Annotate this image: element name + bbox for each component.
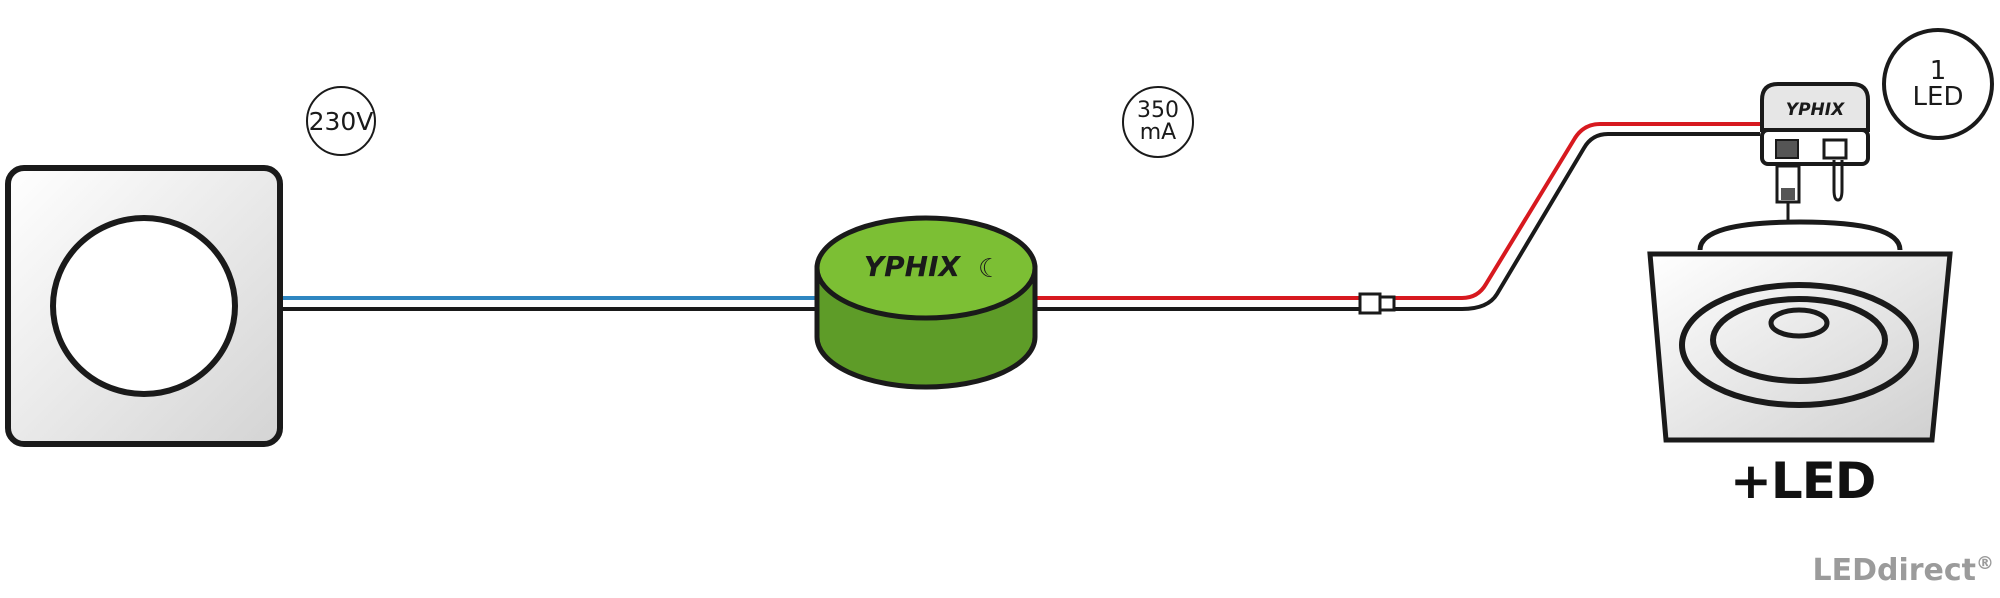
led-connector-box-icon: YPHIX (1760, 82, 1870, 222)
site-brand-logo: LEDdirect® (1812, 553, 1994, 588)
inline-connector-icon (1358, 292, 1396, 315)
wall-dimmer-icon (5, 165, 283, 447)
voltage-badge: 230V (306, 86, 376, 156)
led-cable (1035, 122, 1760, 311)
site-brand-text: LEDdirect (1812, 553, 1976, 588)
led-count-value: 1 (1929, 56, 1947, 86)
current-badge: 350 mA (1122, 86, 1194, 158)
current-value: 350 (1137, 98, 1179, 123)
current-unit: mA (1139, 120, 1177, 145)
downlight-icon (1647, 219, 1953, 443)
voltage-label: 230V (308, 106, 374, 136)
led-driver-icon: YPHIX ☾ (814, 215, 1038, 390)
driver-brand-text: YPHIX (864, 250, 962, 283)
mains-cable (280, 296, 820, 311)
led-count-unit: LED (1912, 82, 1964, 112)
led-count-badge: 1 LED (1882, 28, 1994, 140)
plus-led-label: +LED (1730, 452, 1876, 510)
connector-brand-text: YPHIX (1786, 100, 1845, 120)
dim-icon: ☾ (978, 254, 1001, 284)
